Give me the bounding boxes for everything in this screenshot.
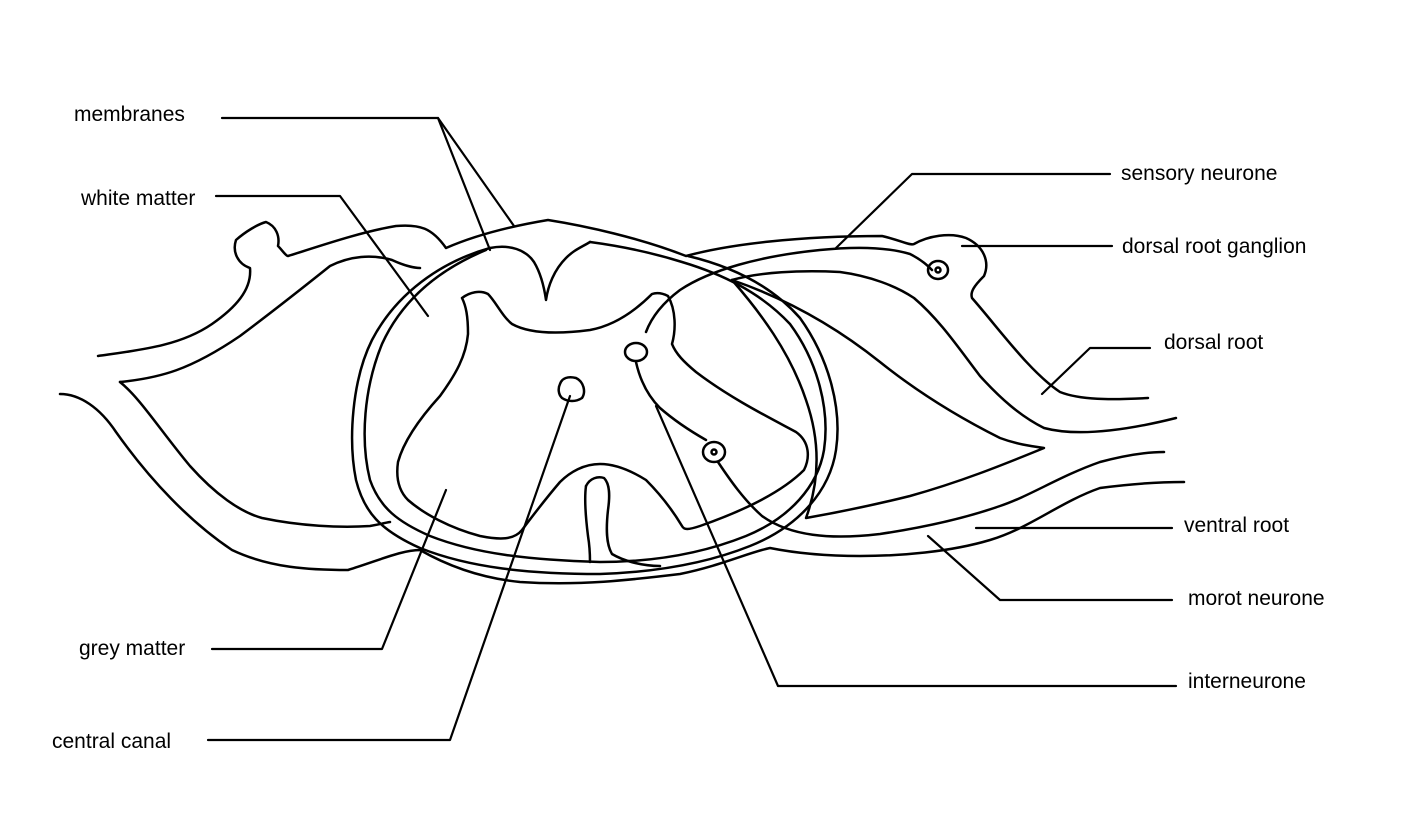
central-canal — [559, 377, 584, 401]
interneurone-cell-body — [625, 343, 647, 361]
dorsal-root-leader — [1042, 348, 1150, 394]
label-interneurone: interneurone — [1188, 670, 1306, 694]
label-motor-neurone: morot neurone — [1188, 587, 1325, 611]
left-root-lower — [120, 382, 390, 527]
interneurone-fibre — [636, 362, 706, 440]
dorsal-median-sulcus — [490, 242, 590, 300]
cord-outer-boundary — [352, 248, 837, 574]
membranes-leader — [222, 118, 514, 226]
label-dorsal-root-ganglion: dorsal root ganglion — [1122, 235, 1306, 259]
ventral-median-fissure-left — [585, 486, 590, 562]
ventral-root-outline — [732, 280, 1044, 518]
membranes-leader-branch — [438, 118, 490, 250]
dorsal-root-outline — [732, 271, 1176, 432]
motor-neurone-nucleus — [712, 450, 717, 455]
sensory-neurone-fibre — [646, 248, 932, 332]
label-dorsal-root: dorsal root — [1164, 331, 1263, 355]
white-matter-leader — [216, 196, 428, 316]
motor-neurone-cell-body — [703, 442, 725, 462]
label-membranes: membranes — [74, 103, 185, 127]
label-grey-matter: grey matter — [79, 637, 185, 661]
label-sensory-neurone: sensory neurone — [1121, 162, 1277, 186]
label-ventral-root: ventral root — [1184, 514, 1289, 538]
ventral-median-fissure — [586, 477, 660, 566]
label-central-canal: central canal — [52, 730, 171, 754]
ganglion-nucleus — [936, 268, 941, 273]
central-canal-leader — [208, 396, 570, 740]
label-white-matter: white matter — [81, 187, 195, 211]
motor-neurone-fibre — [718, 452, 1164, 537]
outer-membrane-lower — [60, 394, 1184, 583]
interneurone-leader — [656, 406, 1176, 686]
